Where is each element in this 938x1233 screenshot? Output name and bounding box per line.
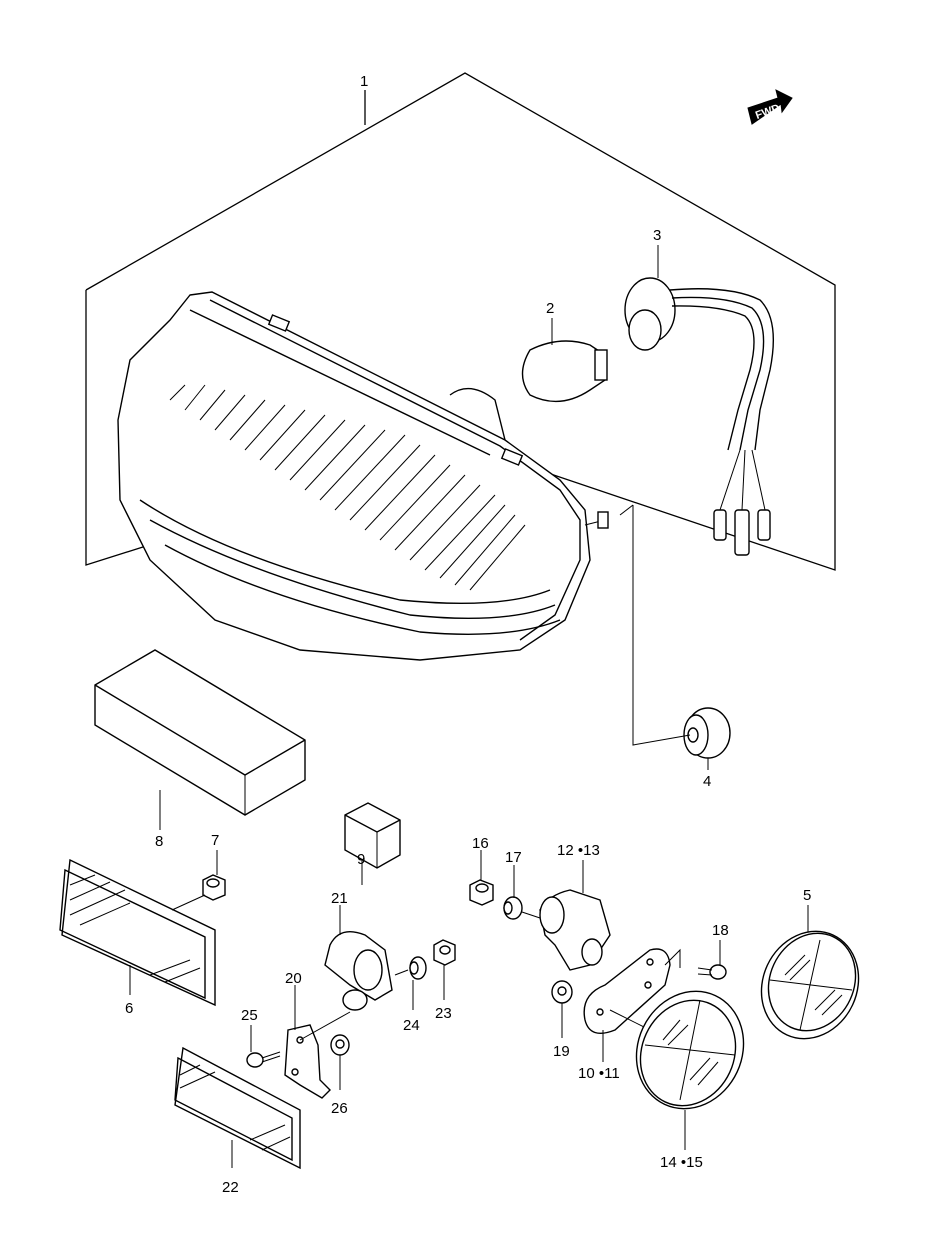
plate-10-11 xyxy=(583,948,671,1062)
reflector-left xyxy=(59,858,216,1007)
callout-17: 17 xyxy=(505,849,522,866)
callout-10-11: 10 •11 xyxy=(578,1065,620,1082)
cushion-pad xyxy=(94,649,306,830)
callout-8: 8 xyxy=(155,833,163,850)
washer-19 xyxy=(551,980,573,1038)
callout-1: 1 xyxy=(360,73,368,90)
assembly-outline xyxy=(85,72,836,571)
callout-6: 6 xyxy=(125,1000,133,1017)
callout-18: 18 xyxy=(712,922,729,939)
callout-20: 20 xyxy=(285,970,302,987)
reflector-lens-14-15 xyxy=(635,990,745,1150)
callout-14-15: 14 •15 xyxy=(660,1154,703,1171)
nut-26 xyxy=(330,1034,350,1090)
nut-16 xyxy=(469,850,494,906)
bulb xyxy=(521,318,608,403)
bracket-holder xyxy=(324,905,393,1011)
callout-19: 19 xyxy=(553,1043,570,1060)
nut-7 xyxy=(171,850,226,911)
collar-24 xyxy=(394,956,427,1010)
reflector-right xyxy=(174,1046,301,1170)
nut-23 xyxy=(433,939,456,1000)
forward-arrow-icon: FWD xyxy=(747,89,793,125)
screw-25 xyxy=(246,1025,281,1068)
callout-23: 23 xyxy=(435,1005,452,1022)
bulb-socket xyxy=(624,245,775,556)
callout-9: 9 xyxy=(357,851,365,868)
callout-25: 25 xyxy=(241,1007,258,1024)
screw-18 xyxy=(664,940,727,980)
collar-17 xyxy=(503,865,541,920)
callout-24: 24 xyxy=(403,1017,420,1034)
bracket-plate xyxy=(284,985,351,1099)
callout-21: 21 xyxy=(331,890,348,907)
small-cushion xyxy=(344,802,401,885)
reflector-lens-5 xyxy=(760,905,860,1040)
grommet xyxy=(619,504,731,770)
callout-5: 5 xyxy=(803,887,811,904)
callout-26: 26 xyxy=(331,1100,348,1117)
tail-light-housing xyxy=(117,291,609,661)
holder-bracket xyxy=(539,860,611,971)
callout-3: 3 xyxy=(653,227,661,244)
callout-12-13: 12 •13 xyxy=(557,842,600,859)
callout-16: 16 xyxy=(472,835,489,852)
callout-4: 4 xyxy=(703,773,711,790)
callout-22: 22 xyxy=(222,1179,239,1196)
callout-2: 2 xyxy=(546,300,554,317)
callout-7: 7 xyxy=(211,832,219,849)
